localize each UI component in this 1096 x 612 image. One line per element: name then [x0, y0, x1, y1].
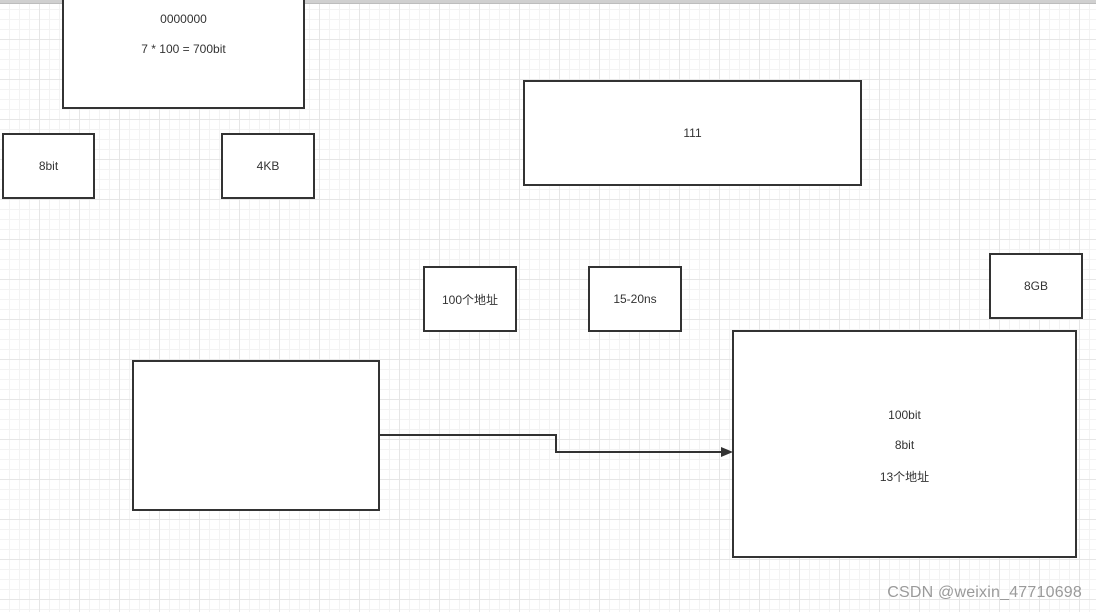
box-100-addresses-label: 100个地址	[441, 292, 499, 307]
big-memory-box-line-2: 8bit	[894, 438, 915, 452]
big-memory-box-line-3: 13个地址	[879, 470, 930, 484]
big-memory-box-line-1: 100bit	[888, 408, 921, 422]
box-15-20ns-label: 15-20ns	[613, 292, 657, 306]
canvas-top-edge	[0, 0, 1096, 4]
memory-top-box[interactable]: 0000000 7 * 100 = 700bit	[62, 0, 305, 109]
big-memory-box[interactable]: 100bit 8bit 13个地址	[732, 330, 1077, 558]
box-111-label: 111	[683, 126, 702, 140]
box-15-20ns[interactable]: 15-20ns	[588, 266, 682, 332]
memory-top-box-line-2: 7 * 100 = 700bit	[141, 42, 226, 56]
source-box[interactable]	[132, 360, 380, 511]
box-4kb-label: 4KB	[256, 159, 280, 173]
arrowhead-icon	[721, 447, 733, 457]
memory-top-box-line-1: 0000000	[160, 12, 207, 26]
box-111[interactable]: 111	[523, 80, 862, 186]
box-8bit-label: 8bit	[38, 159, 59, 173]
csdn-watermark: CSDN @weixin_47710698	[887, 584, 1082, 601]
box-100-addresses[interactable]: 100个地址	[423, 266, 517, 332]
box-8gb[interactable]: 8GB	[989, 253, 1083, 319]
box-8gb-label: 8GB	[1023, 279, 1048, 293]
box-4kb[interactable]: 4KB	[221, 133, 315, 199]
connector-line[interactable]	[380, 434, 722, 453]
box-8bit[interactable]: 8bit	[2, 133, 95, 199]
